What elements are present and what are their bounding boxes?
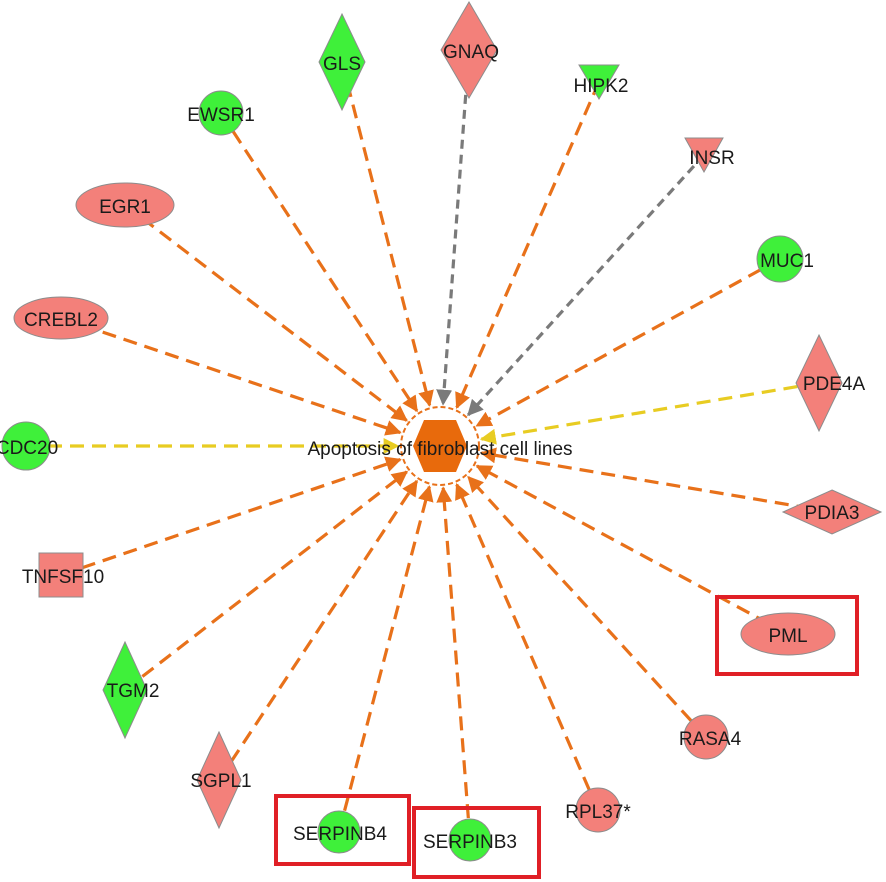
highlight-boxes-layer [274, 595, 859, 879]
node-rpl37[interactable]: RPL37* [565, 787, 631, 833]
edge-crebl2[interactable] [60, 316, 402, 436]
edge-insr[interactable] [467, 153, 706, 417]
edge-rasa4[interactable] [467, 475, 708, 739]
node-label-muc1: MUC1 [760, 251, 814, 272]
edge-egr1[interactable] [124, 203, 408, 422]
node-shape-pde4a[interactable] [795, 333, 843, 433]
node-label-ewsr1: EWSR1 [187, 105, 255, 126]
node-shape-rasa4[interactable] [683, 714, 729, 760]
node-label-serpinb4: SERPINB4 [293, 824, 387, 845]
node-label-tnfsf10: TNFSF10 [22, 567, 104, 588]
node-shape-egr1[interactable] [75, 182, 175, 228]
node-label-egr1: EGR1 [99, 197, 151, 218]
node-label-insr: INSR [689, 148, 734, 169]
edge-pde4a[interactable] [479, 381, 820, 445]
node-label-crebl2: CREBL2 [24, 310, 98, 331]
node-shape-crebl2[interactable] [13, 296, 109, 340]
edge-pml[interactable] [475, 464, 789, 636]
node-insr[interactable]: INSR [684, 137, 735, 174]
node-shape-tnfsf10[interactable] [38, 552, 84, 598]
node-pdia3[interactable]: PDIA3 [781, 489, 883, 535]
center-node-group[interactable]: Apoptosis of fibroblast cell lines [307, 406, 573, 486]
edge-sgpl1[interactable] [217, 479, 419, 781]
node-shape-hipk2[interactable] [578, 64, 620, 100]
edge-ewsr1[interactable] [219, 112, 419, 413]
node-shape-serpinb3[interactable] [448, 818, 492, 862]
node-serpinb4[interactable]: SERPINB4 [293, 810, 387, 854]
node-tgm2[interactable]: TGM2 [102, 640, 160, 740]
node-sgpl1[interactable]: SGPL1 [190, 730, 252, 830]
node-label-gnaq: GNAQ [443, 42, 499, 63]
node-gnaq[interactable]: GNAQ [440, 1, 499, 99]
node-shape-pml[interactable] [740, 612, 836, 656]
node-label-tgm2: TGM2 [107, 681, 160, 702]
node-shape-muc1[interactable] [756, 235, 804, 283]
node-ewsr1[interactable]: EWSR1 [187, 90, 255, 136]
edge-serpinb3[interactable] [436, 486, 472, 841]
edge-tgm2[interactable] [124, 470, 409, 692]
node-egr1[interactable]: EGR1 [75, 182, 175, 228]
edge-pdia3[interactable] [479, 447, 833, 514]
edges-layer [26, 49, 833, 841]
center-node-shape[interactable] [413, 420, 467, 472]
edge-tnfsf10[interactable] [60, 456, 402, 577]
node-shape-gls[interactable] [318, 12, 366, 112]
node-label-gls: GLS [323, 54, 361, 75]
node-gls[interactable]: GLS [318, 12, 366, 112]
node-cdc20[interactable]: CDC20 [0, 421, 58, 471]
highlight-box-pml [715, 595, 859, 676]
node-label-cdc20: CDC20 [0, 438, 58, 459]
node-serpinb3[interactable]: SERPINB3 [423, 818, 517, 862]
node-label-pde4a: PDE4A [803, 374, 866, 395]
node-shape-sgpl1[interactable] [196, 730, 242, 830]
node-pde4a[interactable]: PDE4A [795, 333, 866, 433]
node-label-sgpl1: SGPL1 [190, 771, 251, 792]
node-shape-rpl37[interactable] [575, 787, 621, 833]
node-label-pml: PML [768, 626, 807, 647]
edge-muc1[interactable] [475, 257, 781, 428]
edge-rpl37[interactable] [455, 483, 600, 811]
edge-gnaq[interactable] [436, 49, 471, 406]
edge-gls[interactable] [340, 61, 434, 407]
node-shape-tgm2[interactable] [102, 640, 148, 740]
edge-hipk2[interactable] [455, 81, 601, 409]
highlight-box-serpinb3 [412, 806, 541, 879]
node-rasa4[interactable]: RASA4 [679, 714, 742, 760]
node-label-serpinb3: SERPINB3 [423, 832, 517, 853]
node-label-hipk2: HIPK2 [574, 76, 629, 97]
node-hipk2[interactable]: HIPK2 [574, 64, 629, 100]
center-node-label: Apoptosis of fibroblast cell lines [307, 439, 572, 460]
node-label-rasa4: RASA4 [679, 729, 742, 750]
node-shape-pdia3[interactable] [781, 489, 883, 535]
node-pml[interactable]: PML [740, 612, 836, 656]
node-muc1[interactable]: MUC1 [756, 235, 814, 283]
edge-serpinb4[interactable] [337, 485, 434, 833]
node-shape-cdc20[interactable] [1, 421, 51, 471]
node-shape-gnaq[interactable] [440, 1, 498, 99]
node-shape-insr[interactable] [684, 137, 724, 174]
node-label-pdia3: PDIA3 [805, 503, 860, 524]
highlight-box-serpinb4 [274, 794, 411, 866]
node-shape-serpinb4[interactable] [317, 810, 361, 854]
node-crebl2[interactable]: CREBL2 [13, 296, 109, 340]
node-label-rpl37: RPL37* [565, 802, 631, 823]
node-tnfsf10[interactable]: TNFSF10 [22, 552, 104, 598]
node-shape-ewsr1[interactable] [198, 90, 244, 136]
